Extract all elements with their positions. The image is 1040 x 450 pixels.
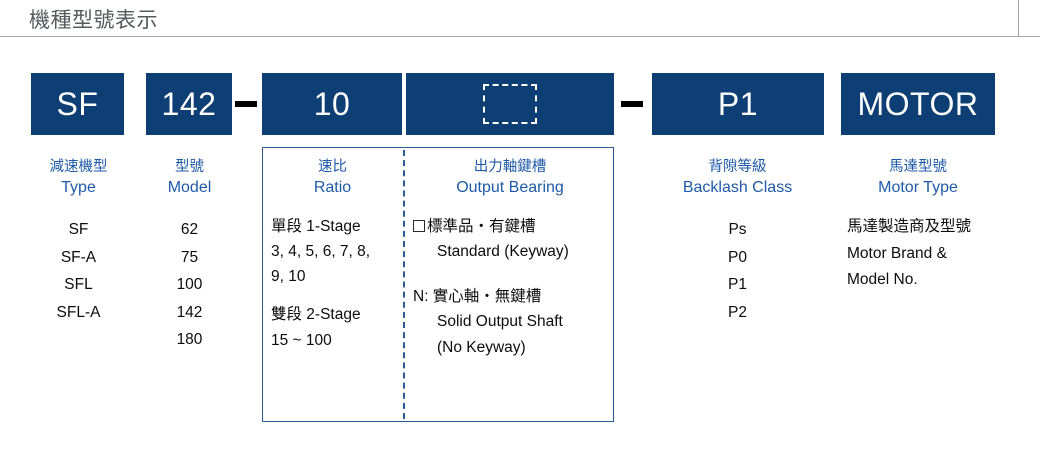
desc-heading-motor-en: Motor Type (878, 179, 958, 197)
desc-heading-output-en: Output Bearing (456, 179, 564, 197)
desc-content-backlash: 背隙等級 Backlash Class Ps P0 P1 P2 (652, 147, 823, 422)
list-item: 單段 1-Stage (271, 218, 361, 236)
desc-content-output: 出力軸鍵槽 Output Bearing 標準品・有鍵槽 Standard (K… (406, 147, 614, 422)
list-item: Motor Brand & (847, 244, 947, 262)
desc-list-ratio: 單段 1-Stage 3, 4, 5, 6, 7, 8, 9, 10 雙段 2-… (262, 214, 403, 353)
page-title: 機種型號表示 (29, 9, 158, 32)
desc-content-type: 減速機型 Type SF SF-A SFL SFL-A (31, 147, 126, 422)
desc-heading-motor-cn: 馬達型號 (889, 159, 947, 175)
desc-list-backlash: Ps P0 P1 P2 (652, 216, 823, 326)
desc-heading-ratio-en: Ratio (313, 179, 352, 197)
list-item: SFL-A (56, 303, 101, 321)
list-item: 3, 4, 5, 6, 7, 8, (271, 243, 371, 261)
code-box-output[interactable] (406, 73, 614, 135)
desc-heading-ratio-cn: 速比 (318, 159, 347, 175)
header-right-rule (1018, 0, 1019, 37)
separator-dash-1 (235, 101, 257, 107)
spacer (271, 289, 403, 302)
desc-heading-ratio: 速比 Ratio (262, 158, 403, 198)
list-item: 15 ~ 100 (271, 331, 332, 349)
desc-heading-output: 出力軸鍵槽 Output Bearing (406, 158, 614, 198)
desc-heading-backlash-cn: 背隙等級 (708, 159, 767, 175)
code-box-backlash-label: P1 (717, 86, 759, 122)
desc-heading-motor: 馬達型號 Motor Type (841, 158, 995, 198)
code-box-ratio[interactable]: 10 (262, 73, 402, 135)
code-box-type-label: SF (56, 86, 99, 122)
list-item: P2 (728, 303, 747, 321)
desc-list-type: SF SF-A SFL SFL-A (31, 216, 126, 326)
list-item: SFL (64, 276, 93, 294)
desc-content-ratio: 速比 Ratio 單段 1-Stage 3, 4, 5, 6, 7, 8, 9,… (262, 147, 403, 422)
list-item-standard-label: 標準品・有鍵槽 (427, 218, 536, 236)
list-item: SF-A (60, 248, 97, 266)
code-box-ratio-label: 10 (313, 86, 351, 122)
square-box-icon (413, 220, 425, 233)
list-item: 180 (176, 331, 203, 349)
desc-heading-model-en: Model (167, 179, 212, 197)
desc-list-model: 62 75 100 142 180 (148, 216, 231, 354)
separator-dash-2 (621, 101, 643, 107)
desc-heading-backlash-en: Backlash Class (682, 179, 793, 197)
desc-dashed-divider (403, 150, 405, 419)
desc-heading-type-en: Type (61, 179, 96, 197)
list-item: 100 (176, 276, 203, 294)
desc-heading-type: 減速機型 Type (31, 158, 126, 198)
code-box-type[interactable]: SF (31, 73, 124, 135)
list-item: SF (68, 221, 89, 239)
desc-content-motor: 馬達型號 Motor Type 馬達製造商及型號 Motor Brand & M… (841, 147, 995, 422)
desc-list-output: 標準品・有鍵槽 Standard (Keyway) N: 實心軸・無鍵槽 Sol… (406, 214, 614, 360)
list-item: 62 (180, 221, 199, 239)
list-item: Solid Output Shaft (437, 313, 563, 331)
desc-heading-type-cn: 減速機型 (49, 159, 108, 175)
list-item-standard: 標準品・有鍵槽 (413, 214, 614, 239)
desc-heading-model: 型號 Model (148, 158, 231, 198)
desc-heading-output-cn: 出力軸鍵槽 (473, 159, 547, 175)
desc-heading-backlash: 背隙等級 Backlash Class (652, 158, 823, 198)
list-item: 9, 10 (271, 268, 306, 286)
list-item: Ps (728, 221, 747, 239)
spacer (413, 264, 614, 284)
list-item: N: 實心軸・無鍵槽 (413, 288, 542, 306)
list-item: 馬達製造商及型號 (847, 218, 972, 236)
list-item: P1 (728, 276, 747, 294)
desc-content-model: 型號 Model 62 75 100 142 180 (148, 147, 231, 422)
desc-heading-model-cn: 型號 (175, 159, 204, 175)
desc-box-ratio-output (262, 147, 614, 422)
code-box-motor[interactable]: MOTOR (841, 73, 995, 135)
code-box-model[interactable]: 142 (146, 73, 232, 135)
code-box-motor-label: MOTOR (857, 86, 979, 122)
desc-list-motor: 馬達製造商及型號 Motor Brand & Model No. (841, 214, 995, 294)
list-item: Standard (Keyway) (437, 243, 569, 261)
header-bar (0, 0, 1040, 37)
code-box-model-label: 142 (161, 86, 217, 122)
list-item: (No Keyway) (437, 338, 526, 356)
list-item: Model No. (847, 271, 918, 289)
list-item: 142 (176, 303, 203, 321)
code-box-backlash[interactable]: P1 (652, 73, 824, 135)
list-item: 雙段 2-Stage (271, 306, 361, 324)
empty-slot-icon (483, 84, 537, 124)
list-item: 75 (180, 248, 199, 266)
list-item: P0 (728, 248, 747, 266)
